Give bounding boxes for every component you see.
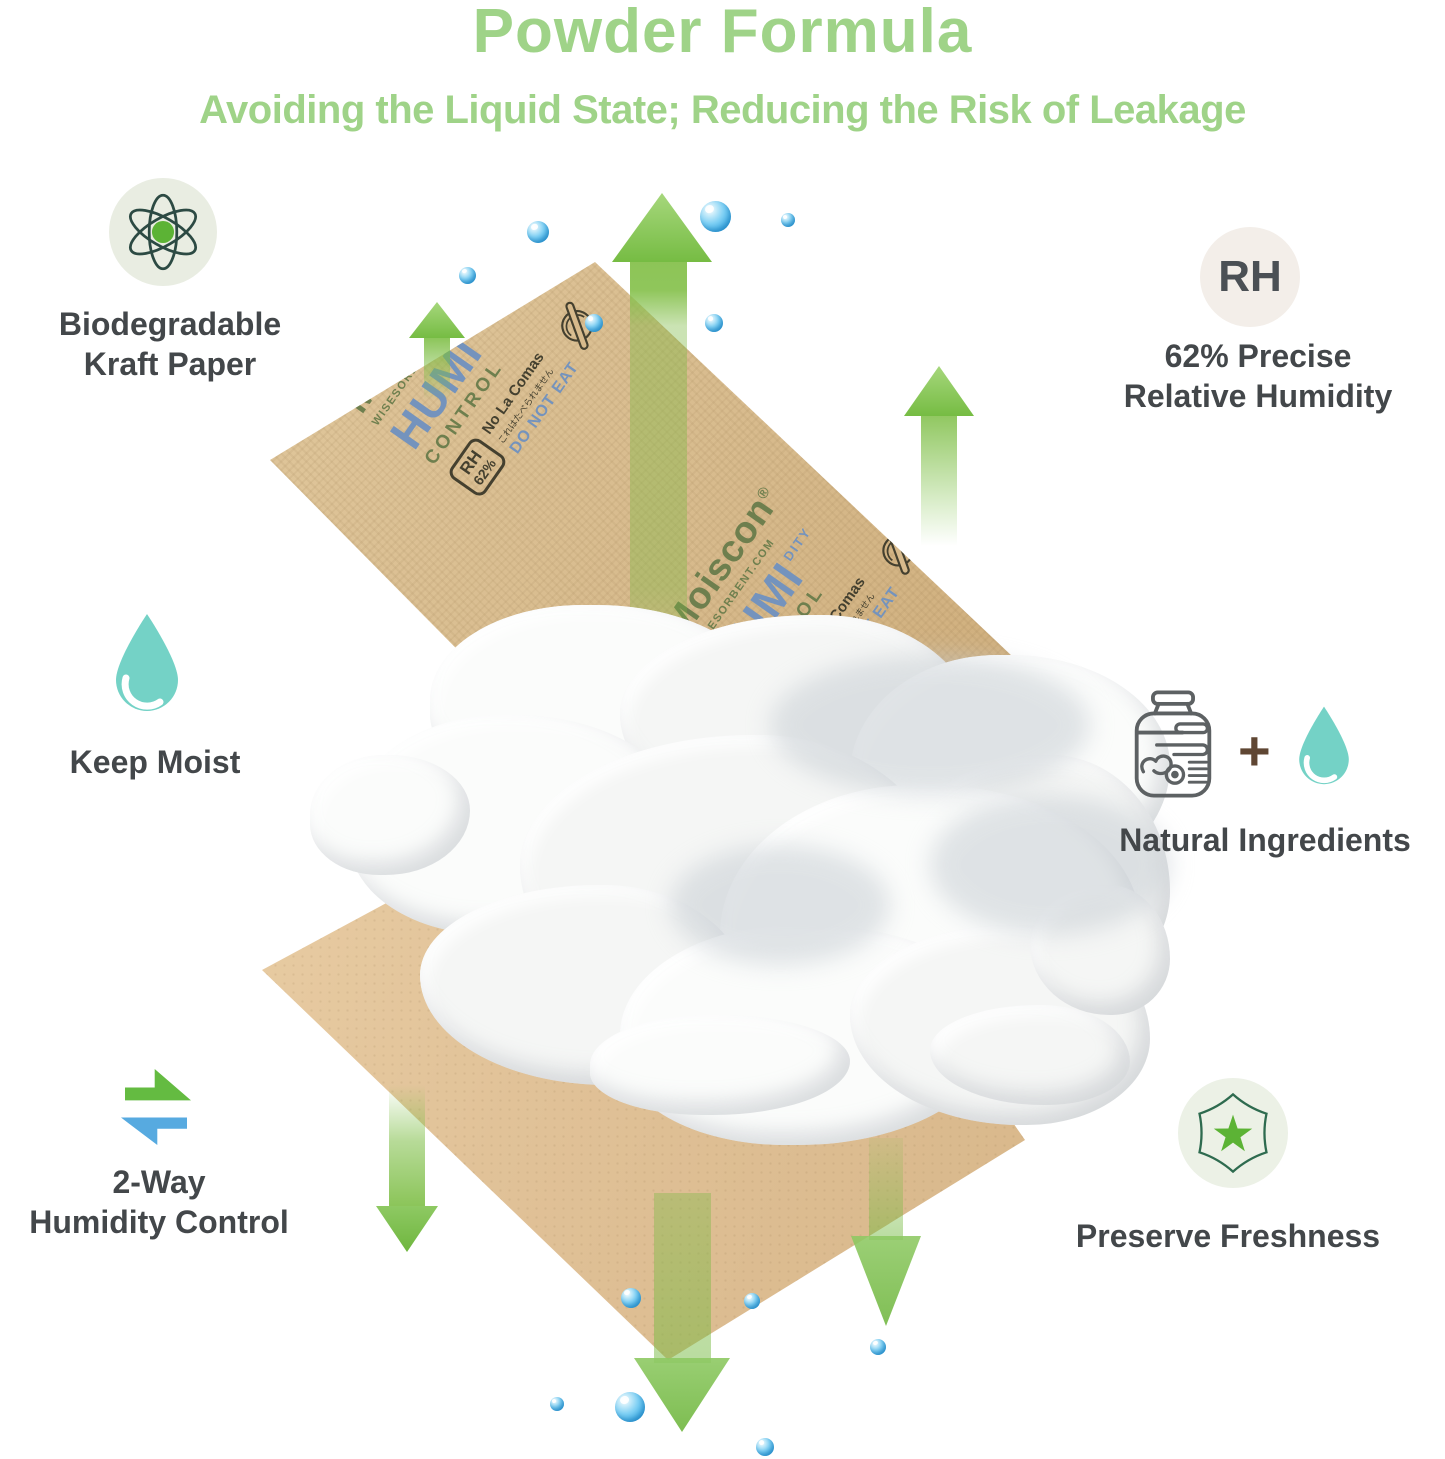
packet-humi: HUMI [1379, 607, 1445, 738]
packet-dity: DITY [1064, 1142, 1099, 1182]
packet-rh-box: RH 62% [1124, 490, 1187, 554]
powder-pile [290, 595, 1180, 1145]
packet-rh-box: RH 62% [51, 998, 114, 1062]
packet-japanese-warning: これはたべられません [101, 929, 162, 1009]
packet-dity: DITY [815, 128, 850, 169]
packet-dity: DITY [64, 862, 98, 902]
packet-site: WISESORBENT.COM [1369, 591, 1445, 708]
feature-two-way-label: 2-Way Humidity Control [0, 1162, 324, 1242]
feature-line: Humidity Control [29, 1204, 289, 1240]
atom-icon [109, 178, 217, 286]
feature-line: Biodegradable [58, 306, 282, 342]
page-title: Powder Formula [472, 0, 973, 66]
packet-rh-box: RH 62% [802, 264, 866, 329]
packet-dity: DITY [458, 298, 493, 339]
feature-freshness-label: Preserve Freshness [1035, 1216, 1421, 1256]
packet-control: CONTROL [25, 919, 113, 1032]
down-arrow-center-head [634, 1358, 730, 1432]
packet-humi: HUMI [20, 496, 133, 626]
packet-site: WISESORBENT.COM [10, 479, 97, 596]
water-droplet [550, 1397, 564, 1411]
down-arrow-left-head [376, 1206, 438, 1252]
feature-natural-label: Natural Ingredients [1080, 820, 1445, 860]
down-arrow-right-head [851, 1236, 921, 1326]
no-eat-icon [560, 301, 598, 350]
feature-line: Kraft Paper [83, 346, 257, 382]
feature-humidity-label: 62% Precise Relative Humidity [1078, 336, 1438, 416]
down-arrow-right-shaft [869, 1138, 903, 1240]
down-arrow-left-shaft [389, 1085, 425, 1210]
packet-stamp: Moiscon® WISESORBENT.COM HUMI DITY CONTR… [1336, 464, 1445, 862]
packet-do-not-eat: DO NOT EAT [111, 921, 188, 1020]
packet-rh-box: RH 62% [694, 1448, 757, 1459]
packet-no-comas: No La Comas [835, 178, 905, 267]
packet-do-not-eat: DO NOT EAT [147, 526, 223, 625]
up-arrow-right-shaft [921, 414, 957, 546]
jar-icon [1134, 690, 1212, 798]
water-droplet [705, 314, 723, 332]
packet-brand: Moiscon® [1334, 537, 1445, 701]
water-droplet [585, 314, 603, 332]
two-way-arrows-icon [125, 1069, 191, 1101]
packet-rh-box: RH 62% [1051, 1278, 1114, 1342]
packet-stamp: Moiscon® WISESORBENT.COM HUMI DITY CONTR… [0, 522, 33, 920]
packet-do-not-eat: DO NOT EAT [1184, 413, 1261, 512]
feature-biodegradable-label: Biodegradable Kraft Paper [5, 304, 335, 384]
packet-brand: Moiscon® [0, 425, 103, 589]
up-arrow-center-shaft [630, 256, 687, 660]
water-droplet [700, 201, 731, 232]
packet-dity: DITY [99, 467, 134, 507]
water-drop-icon [1299, 706, 1349, 785]
packet-brand: Moiscon® [0, 820, 67, 984]
water-droplet [615, 1392, 645, 1422]
two-way-arrows-icon [121, 1117, 187, 1145]
water-droplet [621, 1288, 641, 1308]
up-arrow-left-head [409, 302, 465, 338]
no-eat-icon [152, 851, 218, 919]
packet-japanese-warning: これはたべられません [744, 1380, 805, 1459]
feature-line: Natural Ingredients [1119, 822, 1411, 858]
packet-japanese-warning: これはたべられません [853, 196, 914, 276]
rh-badge-icon: RH [1200, 227, 1300, 327]
up-arrow-right-head [904, 366, 974, 416]
feature-keep-moist-label: Keep Moist [0, 742, 310, 782]
water-droplet [527, 221, 549, 243]
packet-control: CONTROL [61, 524, 149, 637]
down-arrow-center-shaft [654, 1193, 711, 1363]
feature-line: Relative Humidity [1123, 378, 1393, 414]
feature-line: Preserve Freshness [1075, 1218, 1381, 1254]
packet-stamp: Moiscon® WISESORBENT.COM HUMI DITY CONTR… [334, 262, 749, 582]
rh-badge-text: RH [1218, 252, 1282, 301]
page-subtitle: Avoiding the Liquid State; Reducing the … [199, 88, 1246, 132]
packet-no-comas: No La Comas [726, 1362, 796, 1451]
feature-line: 62% Precise [1164, 338, 1352, 374]
packet-do-not-eat: DO NOT EAT [863, 188, 939, 287]
packet-site: WISESORBENT.COM [726, 141, 813, 258]
packet-site: WISESORBENT.COM [0, 874, 62, 991]
up-arrow-left-shaft [424, 336, 450, 400]
water-drop-icon [116, 614, 178, 711]
packet-humi: HUMI [0, 891, 98, 1021]
feature-line: 2-Way [112, 1164, 206, 1200]
packet-japanese-warning: これはたべられません [137, 534, 197, 614]
packet-no-comas: No La Comas [119, 516, 189, 606]
freshness-badge-icon [1178, 1078, 1288, 1188]
water-droplet [744, 1293, 760, 1309]
packet-control: CONTROL [1420, 636, 1445, 749]
water-droplet [756, 1438, 774, 1456]
packet-no-comas: No La Comas [83, 912, 153, 1001]
water-droplet [781, 213, 795, 227]
no-eat-icon [795, 1301, 861, 1369]
water-droplet [870, 1339, 886, 1355]
plus-icon: + [1238, 719, 1271, 782]
water-droplet [459, 267, 476, 284]
packet-stamp: Moiscon® WISESORBENT.COM HUMI DITY CONTR… [693, 128, 1030, 412]
feature-line: Keep Moist [69, 744, 241, 780]
up-arrow-center-head [612, 193, 712, 262]
no-eat-icon [187, 456, 253, 524]
packet-japanese-warning: これはたべられません [1175, 421, 1235, 501]
